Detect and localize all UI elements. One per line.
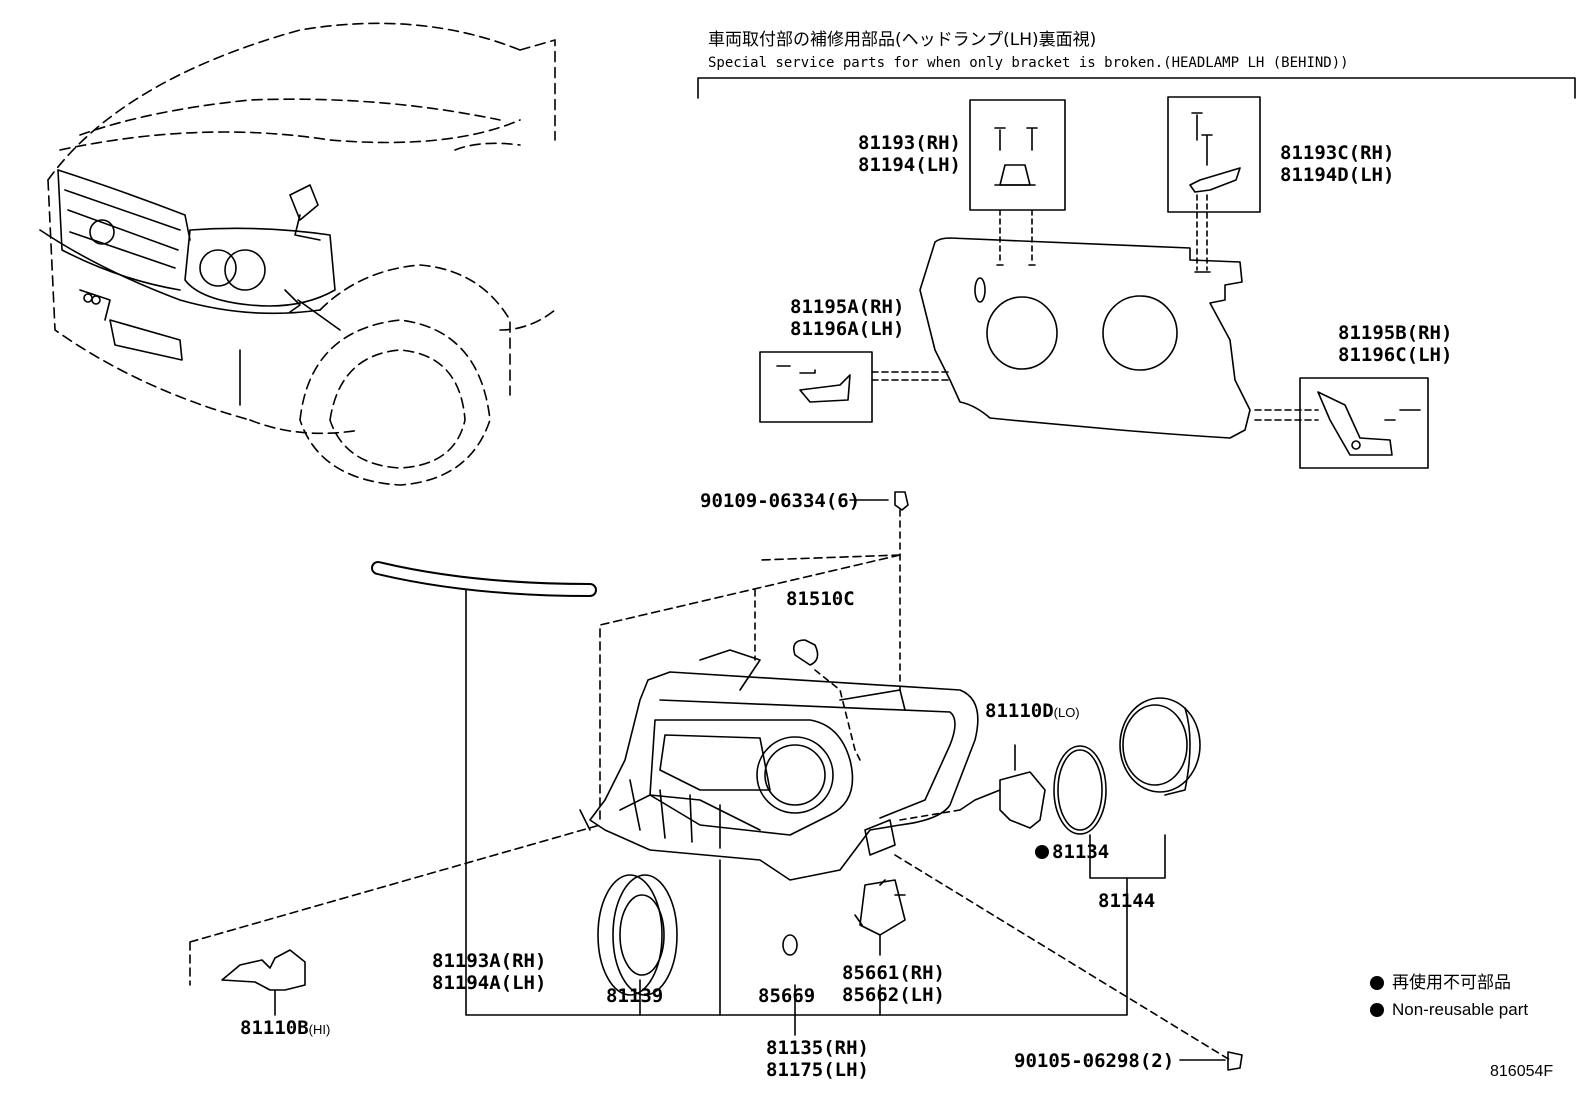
vehicle-front-illustration: [39, 22, 556, 486]
label-81195b-rh: 81195B(RH): [1338, 322, 1453, 344]
bracket-box-81195b: [1299, 377, 1429, 469]
label-81194a-lh: 81194A(LH): [432, 972, 547, 994]
label-90109: 90109-06334(6): [700, 490, 861, 512]
label-81110b-suffix: (HI): [308, 1022, 331, 1037]
label-90105: 90105-06298(2): [1014, 1050, 1175, 1072]
legend-dot-2: [1370, 1003, 1384, 1017]
header-bracket: [697, 77, 1576, 99]
legend-en: Non-reusable part: [1392, 1000, 1529, 1019]
bracket-box-81193c: [1167, 96, 1261, 213]
bracket-box-81195a: [759, 351, 873, 423]
label-81135-rh: 81135(RH): [766, 1037, 869, 1059]
label-81194d-lh: 81194D(LH): [1280, 164, 1395, 186]
label-81195a-rh: 81195A(RH): [790, 296, 905, 318]
label-81193a-rh: 81193A(RH): [432, 950, 547, 972]
label-81110b-num: 81110B: [240, 1017, 309, 1039]
label-81110d: 81110D(LO): [985, 700, 1080, 724]
label-81510c: 81510C: [786, 588, 855, 610]
label-81110d-num: 81110D: [985, 700, 1054, 722]
label-81194-lh: 81194(LH): [858, 154, 961, 176]
label-81134: 81134: [1052, 841, 1110, 863]
label-81139: 81139: [606, 985, 664, 1007]
label-85662-lh: 85662(LH): [842, 984, 945, 1006]
headlamp-rear-housing: [919, 237, 1251, 439]
label-85661-rh: 85661(RH): [842, 962, 945, 984]
non-reusable-dot: [1035, 845, 1049, 859]
label-81144: 81144: [1098, 890, 1156, 912]
legend-dot-1: [1370, 976, 1384, 990]
headlamp-assembly: [579, 649, 979, 881]
label-81110b: 81110B(HI): [240, 1017, 330, 1041]
label-85669: 85669: [758, 985, 816, 1007]
label-81196a-lh: 81196A(LH): [790, 318, 905, 340]
label-81193c-rh: 81193C(RH): [1280, 142, 1395, 164]
bracket-box-81193: [969, 99, 1066, 211]
legend-jp: 再使用不可部品: [1392, 973, 1511, 993]
header-jp: 車両取付部の補修用部品(ヘッドランプ(LH)裏面視): [708, 30, 1097, 50]
label-81175-lh: 81175(LH): [766, 1059, 869, 1081]
header-en: Special service parts for when only brac…: [708, 55, 1349, 71]
diagram-id: 816054F: [1490, 1063, 1554, 1080]
leader-81135: [465, 589, 1128, 1016]
label-81110d-suffix: (LO): [1053, 705, 1080, 720]
label-81196c-lh: 81196C(LH): [1338, 344, 1453, 366]
label-81193-rh: 81193(RH): [858, 132, 961, 154]
